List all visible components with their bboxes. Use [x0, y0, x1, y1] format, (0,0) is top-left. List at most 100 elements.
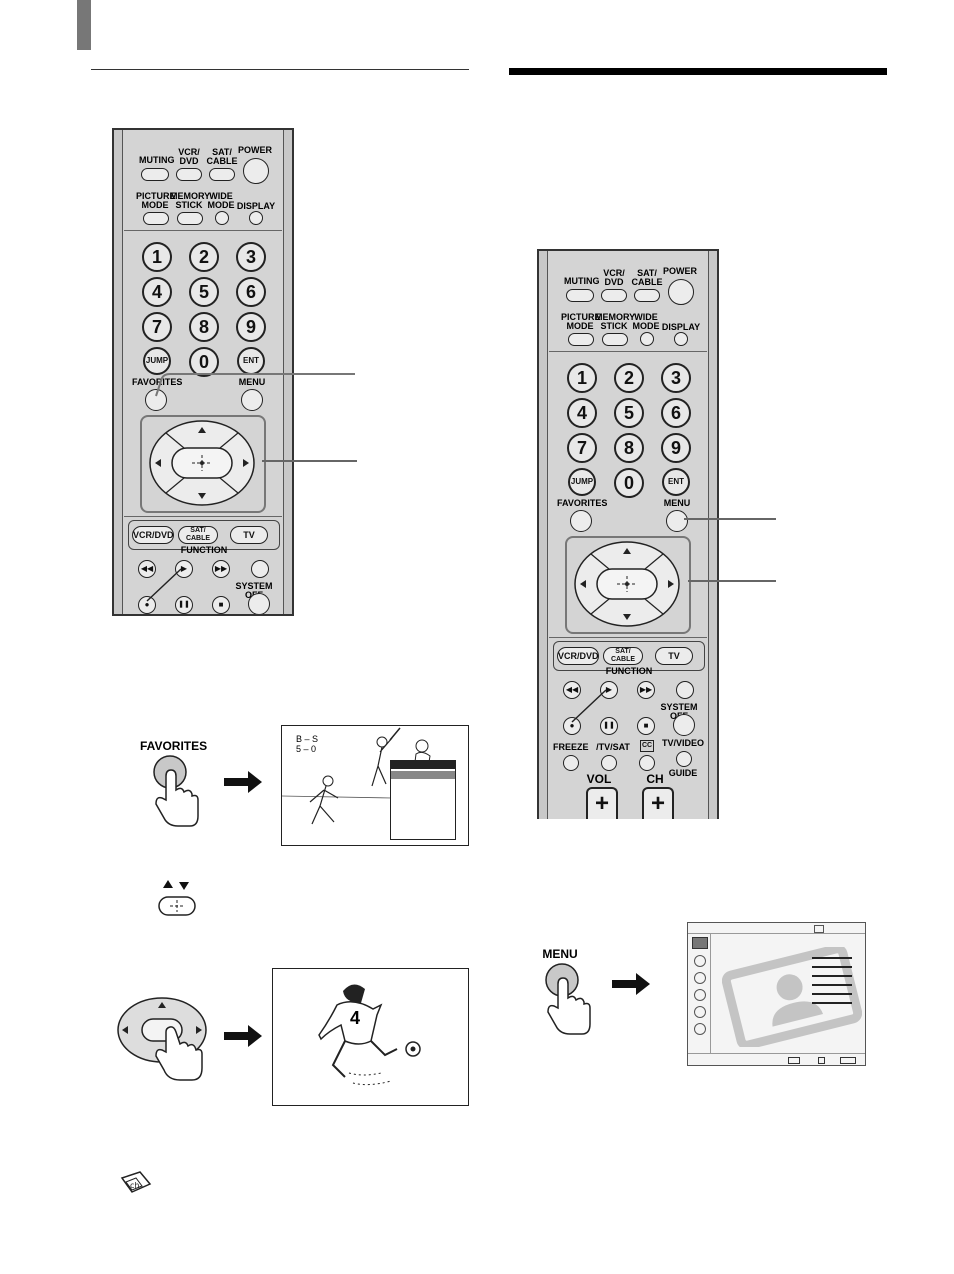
- favorites-list-panel: [390, 760, 456, 840]
- button-8[interactable]: 8: [189, 312, 219, 342]
- screen-menu-icon[interactable]: [694, 972, 706, 984]
- rec-line: [571, 689, 607, 723]
- button-7[interactable]: 7: [142, 312, 172, 342]
- record-button[interactable]: ●: [138, 596, 156, 614]
- fast-forward-button[interactable]: ▶▶: [637, 681, 655, 699]
- stop-button[interactable]: ■: [637, 717, 655, 735]
- wide-mode-button[interactable]: [215, 211, 229, 225]
- divider: [549, 351, 707, 352]
- input-icon: [814, 925, 824, 933]
- joystick-dpad[interactable]: [569, 539, 685, 629]
- button-8[interactable]: 8: [614, 433, 644, 463]
- parent-menu-icon[interactable]: [694, 1006, 706, 1018]
- channel-menu-icon[interactable]: [694, 989, 706, 1001]
- system-off-button[interactable]: [673, 714, 695, 736]
- memory-stick-button[interactable]: [177, 212, 203, 225]
- setup-menu-icon[interactable]: [694, 1023, 706, 1035]
- blank-button[interactable]: [676, 681, 694, 699]
- cc-round-button[interactable]: [639, 755, 655, 771]
- muting-button[interactable]: [566, 289, 594, 302]
- display-button[interactable]: [674, 332, 688, 346]
- navigation-pad: [565, 536, 691, 634]
- power-button[interactable]: [243, 158, 269, 184]
- system-off-button[interactable]: [248, 593, 270, 614]
- joystick-dpad[interactable]: [144, 418, 260, 508]
- wide-mode-button[interactable]: [640, 332, 654, 346]
- ent-button[interactable]: ENT: [237, 347, 265, 375]
- func-tv-button[interactable]: TV: [230, 526, 268, 544]
- button-1[interactable]: 1: [142, 242, 172, 272]
- menu-icon-column: [688, 933, 711, 1053]
- func-sat-cable-button[interactable]: SAT/ CABLE: [603, 647, 643, 665]
- play-button[interactable]: ▶: [175, 560, 193, 578]
- button-9[interactable]: 9: [236, 312, 266, 342]
- menu-setting-bar: [812, 975, 852, 977]
- up-down-arrows-icon: [163, 880, 189, 890]
- button-6[interactable]: 6: [236, 277, 266, 307]
- power-button[interactable]: [668, 279, 694, 305]
- tv-sat-button[interactable]: [601, 755, 617, 771]
- pause-button[interactable]: ❚❚: [600, 717, 618, 735]
- tv-video-button[interactable]: [676, 751, 692, 767]
- sound-menu-icon[interactable]: [694, 955, 706, 967]
- favorites-step-label: FAVORITES: [140, 739, 208, 753]
- button-3[interactable]: 3: [661, 363, 691, 393]
- func-sat-cable-button[interactable]: SAT/ CABLE: [178, 526, 218, 544]
- rewind-button[interactable]: ◀◀: [563, 681, 581, 699]
- sat-cable-button[interactable]: [209, 168, 235, 181]
- jump-button[interactable]: JUMP: [568, 468, 596, 496]
- button-2[interactable]: 2: [189, 242, 219, 272]
- button-5[interactable]: 5: [189, 277, 219, 307]
- blank-button[interactable]: [251, 560, 269, 578]
- vcr-dvd-button[interactable]: [601, 289, 627, 302]
- player-number: 4: [349, 1008, 360, 1028]
- picture-mode-button[interactable]: [568, 333, 594, 346]
- freeze-button[interactable]: [563, 755, 579, 771]
- menu-button[interactable]: [241, 389, 263, 411]
- fast-forward-button[interactable]: ▶▶: [212, 560, 230, 578]
- pause-button[interactable]: ❚❚: [175, 596, 193, 614]
- function-panel: [128, 520, 280, 550]
- navigation-pad: [140, 415, 266, 513]
- remote-control-left: MUTING VCR/ DVD SAT/ CABLE POWER PICTURE…: [112, 128, 294, 616]
- button-6[interactable]: 6: [661, 398, 691, 428]
- button-7[interactable]: 7: [567, 433, 597, 463]
- button-3[interactable]: 3: [236, 242, 266, 272]
- button-5[interactable]: 5: [614, 398, 644, 428]
- display-button[interactable]: [249, 211, 263, 225]
- button-4[interactable]: 4: [567, 398, 597, 428]
- button-2[interactable]: 2: [614, 363, 644, 393]
- cc-button[interactable]: CC: [640, 740, 654, 752]
- button-4[interactable]: 4: [142, 277, 172, 307]
- picture-menu-icon[interactable]: [692, 937, 708, 949]
- play-button[interactable]: ▶: [600, 681, 618, 699]
- func-vcr-dvd-button[interactable]: VCR/DVD: [557, 647, 599, 665]
- muting-button[interactable]: [141, 168, 169, 181]
- button-9[interactable]: 9: [661, 433, 691, 463]
- stop-button[interactable]: ■: [212, 596, 230, 614]
- button-0[interactable]: 0: [189, 347, 219, 377]
- button-1[interactable]: 1: [567, 363, 597, 393]
- func-vcr-dvd-button[interactable]: VCR/DVD: [132, 526, 174, 544]
- memory-stick-button[interactable]: [602, 333, 628, 346]
- func-tv-button[interactable]: TV: [655, 647, 693, 665]
- callout-joystick: [262, 460, 357, 462]
- rewind-button[interactable]: ◀◀: [138, 560, 156, 578]
- favorites-button[interactable]: [145, 389, 167, 411]
- menu-button[interactable]: [666, 510, 688, 532]
- menu-setting-bar: [812, 993, 852, 995]
- picture-mode-button[interactable]: [143, 212, 169, 225]
- jump-button[interactable]: JUMP: [143, 347, 171, 375]
- vol-up-button[interactable]: +: [586, 787, 618, 819]
- ch-up-button[interactable]: +: [642, 787, 674, 819]
- record-button[interactable]: ●: [563, 717, 581, 735]
- function-label: FUNCTION: [605, 666, 653, 676]
- vcr-dvd-button[interactable]: [176, 168, 202, 181]
- button-0[interactable]: 0: [614, 468, 644, 498]
- function-label: FUNCTION: [180, 545, 228, 555]
- tv-sat-label: /TV/SAT: [596, 742, 630, 752]
- favorites-button[interactable]: [570, 510, 592, 532]
- memory-stick-label: MEMORY STICK: [595, 312, 636, 331]
- ent-button[interactable]: ENT: [662, 468, 690, 496]
- sat-cable-button[interactable]: [634, 289, 660, 302]
